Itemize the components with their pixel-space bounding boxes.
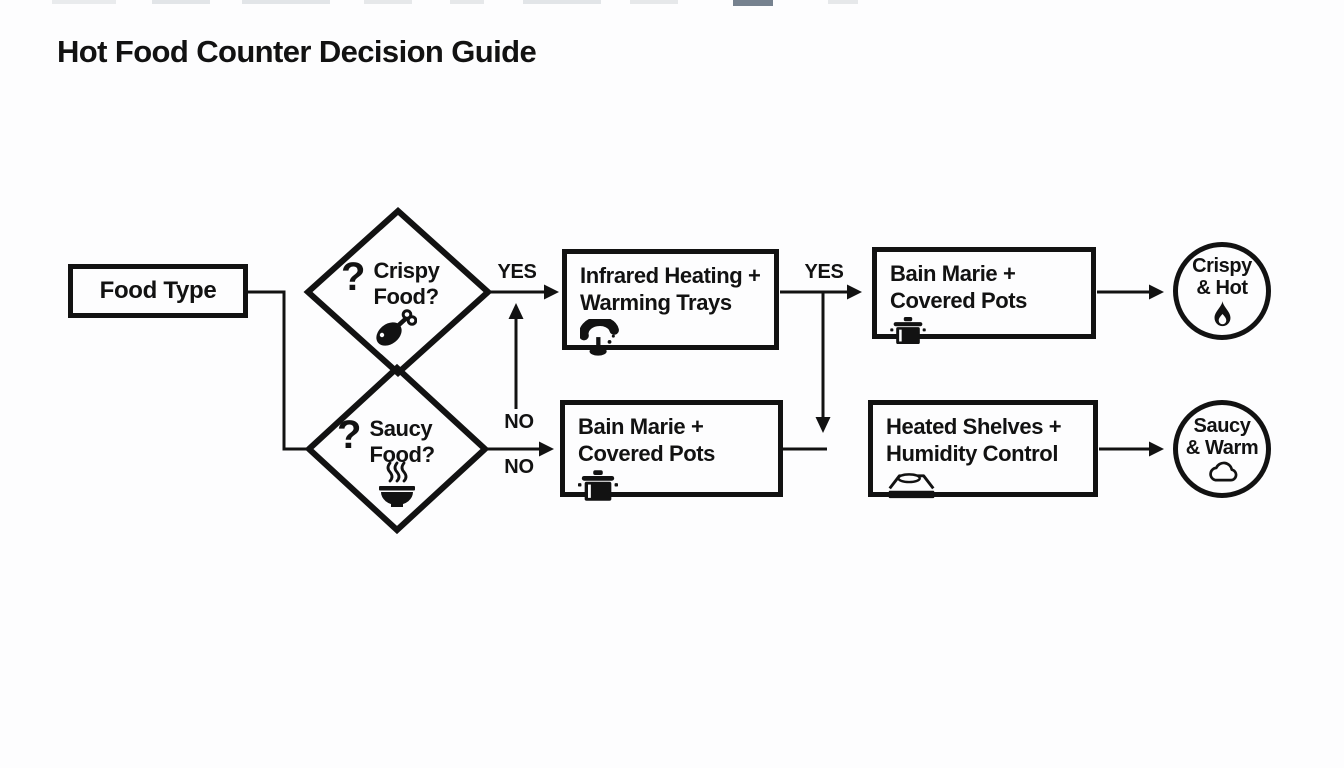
outcome-label: & Warm [1185,437,1259,459]
process-label: Warming Trays [580,290,732,315]
arrowhead [847,284,862,300]
outcome-saucy-warm: Saucy & Warm [1173,400,1271,498]
edge-label-yes: YES [804,261,844,283]
cloud-icon [1208,461,1237,482]
arrowhead [508,303,524,319]
process-infrared-warming: Infrared Heating + Warming Trays [562,249,779,356]
decision-label: Food? [373,284,439,309]
start-node-label: Food Type [99,277,217,304]
arrowhead [1149,441,1164,457]
process-label: Bain Marie + [578,414,704,439]
scan-artifact [242,0,330,4]
arrowhead [1149,284,1164,300]
drumstick-icon [371,307,418,354]
heated-shelf-icon [888,473,935,499]
decision-label: Food? [369,442,435,467]
edge-label-no: NO [504,456,534,478]
scan-artifact [523,0,601,4]
pot-icon [578,470,618,501]
process-label: Heated Shelves + [886,414,1062,439]
crispy-diamond [303,206,493,378]
process-label: Bain Marie + [890,261,1016,286]
outcome-label: Crispy [1192,255,1252,277]
decision-saucy-content: ? Saucy Food? [337,413,435,468]
outcome-crispy-hot: Crispy & Hot [1173,242,1271,340]
process-heated-shelves: Heated Shelves + Humidity Control [868,400,1098,499]
scan-artifact [630,0,678,4]
decision-crispy-content: ? Crispy Food? [341,255,440,310]
outcome-label: Saucy [1193,415,1251,437]
decision-label: Crispy [373,258,440,283]
edge-foodtype-to-saucy [248,290,307,451]
outcome-label: & Hot [1196,277,1248,299]
arrowhead [815,417,831,433]
scan-artifact [828,0,858,4]
edge-label-no: NO [504,411,534,433]
process-label: Covered Pots [890,288,1028,313]
arrowhead [544,284,559,300]
saucy-diamond [304,363,490,535]
process-bain-marie-lower: Bain Marie + Covered Pots [560,400,783,501]
question-mark: ? [341,255,366,299]
pot-icon [890,317,926,344]
question-mark: ? [337,413,362,457]
start-node-food-type: Food Type [68,264,248,318]
decision-label: Saucy [369,416,433,441]
scan-artifact [152,0,210,4]
process-bain-marie-upper: Bain Marie + Covered Pots [872,247,1096,344]
process-label: Humidity Control [886,441,1059,466]
process-label: Infrared Heating + [580,263,761,288]
flame-icon [1214,301,1230,327]
scan-artifact [450,0,484,4]
scan-artifact [364,0,412,4]
scan-artifact [733,0,773,6]
process-label: Covered Pots [578,441,716,466]
edge-label-yes: YES [497,261,537,283]
page-title: Hot Food Counter Decision Guide [57,34,537,69]
heat-lamp-icon [579,316,619,356]
steaming-bowl-icon [375,461,419,513]
arrowhead [539,441,554,457]
scan-artifact [52,0,116,4]
